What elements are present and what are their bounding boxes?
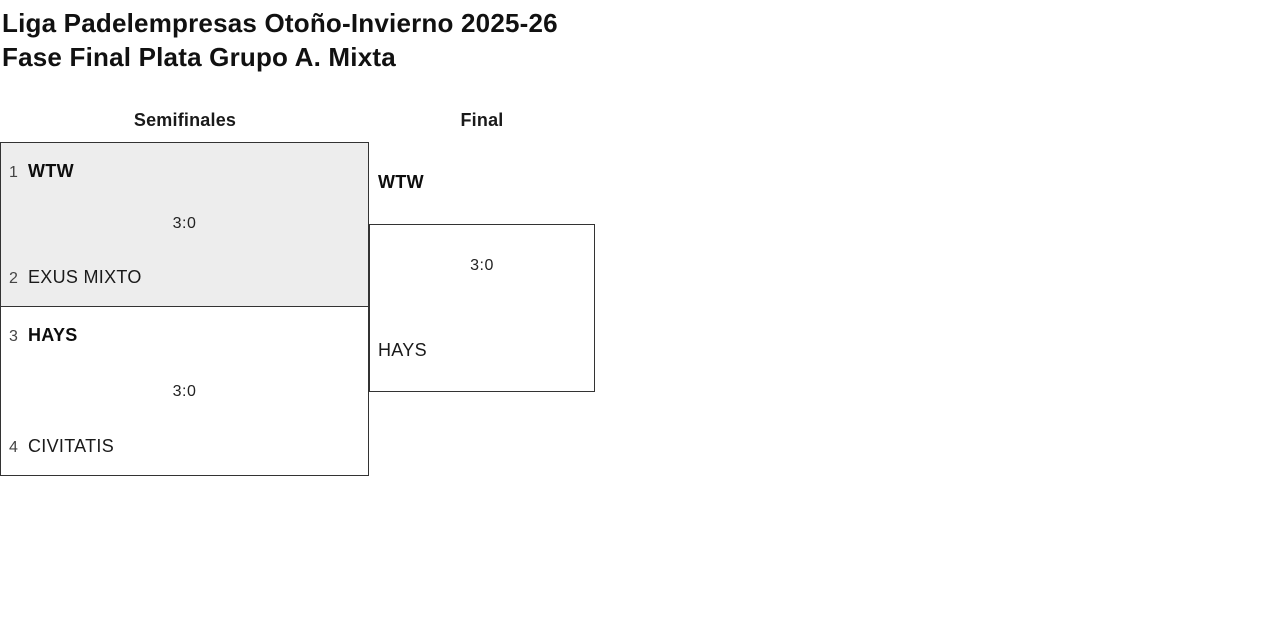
finalist-name: WTW [378,172,424,192]
team-row: 3 HAYS [9,325,78,347]
team-name: WTW [28,161,74,181]
team-name: HAYS [28,325,78,345]
team-seed: 3 [9,328,18,345]
match-score: 3:0 [172,383,197,400]
team-name: CIVITATIS [28,436,115,456]
page-title-line-1: Liga Padelempresas Otoño-Invierno 2025-2… [2,8,558,38]
round-header-semifinals: Semifinales [133,110,237,130]
match-score: 3:0 [470,257,494,274]
finalist-name: HAYS [378,340,427,360]
semifinal-2-match-box: 3 HAYS 4 CIVITATIS [0,306,369,476]
page-title-line-2: Fase Final Plata Grupo A. Mixta [2,42,396,72]
final-match-box [369,224,595,392]
round-header-final: Final [460,110,504,130]
team-row: 1 WTW [9,161,74,183]
team-row: 4 CIVITATIS [9,436,114,458]
team-row: 2 EXUS MIXTO [9,267,142,289]
team-seed: 1 [9,164,18,181]
semifinal-1-match-box: 1 WTW 2 EXUS MIXTO [0,142,369,307]
team-seed: 4 [9,439,18,456]
team-name: EXUS MIXTO [28,267,142,287]
match-score: 3:0 [172,215,197,232]
team-seed: 2 [9,270,18,287]
page-title: Liga Padelempresas Otoño-Invierno 2025-2… [2,6,558,74]
